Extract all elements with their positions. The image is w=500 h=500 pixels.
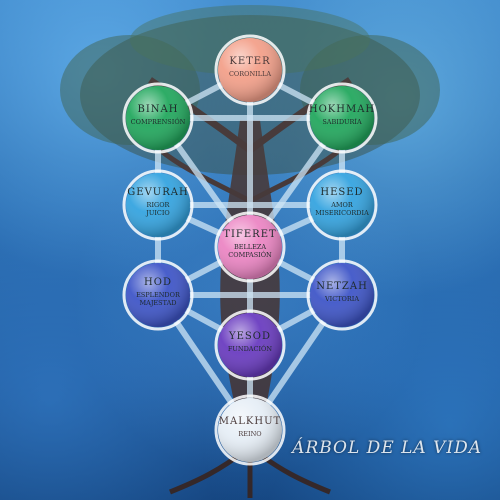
sefirah-yesod: YESOD FUNDACIÓN bbox=[214, 309, 286, 381]
sefirah-ring bbox=[122, 169, 194, 241]
sefirah-meaning: VICTORIA bbox=[324, 295, 359, 303]
sefirah-meaning: COMPRENSIÓN bbox=[131, 117, 186, 126]
sefirah-ring bbox=[214, 211, 286, 283]
sefirah-meaning: AMOR bbox=[330, 201, 354, 209]
sefirah-netzah: NETZAH VICTORIA bbox=[306, 259, 378, 331]
sefirah-ring bbox=[306, 259, 378, 331]
sefirah-shine bbox=[126, 86, 190, 150]
sefirah-name: YESOD bbox=[228, 331, 271, 342]
sefirah-ring bbox=[306, 169, 378, 241]
sefirah-meaning: COMPASIÓN bbox=[228, 250, 272, 259]
sefirah-keter: KETER CORONILLA bbox=[214, 34, 286, 106]
sefirah-shine bbox=[126, 173, 190, 237]
sefirah-name: TIFERET bbox=[223, 229, 276, 240]
sefirah-shine bbox=[310, 173, 374, 237]
sefirah-shine bbox=[218, 215, 282, 279]
sefirah-name: BINAH bbox=[138, 104, 179, 115]
sefirah-shine bbox=[218, 313, 282, 377]
sefirot-layer: KETER CORONILLA BINAH COMPRENSIÓN HOKHMAH SAB… bbox=[122, 34, 378, 466]
sefirah-name: KETER bbox=[229, 56, 270, 67]
sefirah-name: GEVURAH bbox=[127, 187, 188, 198]
sefirah-name: HOD bbox=[144, 277, 172, 288]
sefirah-shine bbox=[310, 86, 374, 150]
sefirah-meaning: RIGOR bbox=[147, 201, 171, 209]
sefirah-shine bbox=[126, 263, 190, 327]
sefirah-meaning: MISERICORDIA bbox=[315, 209, 369, 217]
sefirah-ring bbox=[214, 309, 286, 381]
diagram-caption: ÁRBOL DE LA VIDA bbox=[292, 438, 482, 458]
sefirah-meaning: BELLEZA bbox=[234, 243, 266, 251]
sefirah-shine bbox=[310, 263, 374, 327]
sefirah-meaning: ESPLENDOR bbox=[136, 291, 181, 299]
sefirah-ring bbox=[214, 394, 286, 466]
sefirah-meaning: SABIDURÍA bbox=[322, 117, 362, 126]
sefirah-meaning: REINO bbox=[238, 430, 261, 438]
sefirah-meaning: CORONILLA bbox=[229, 70, 271, 78]
sefirah-shine bbox=[218, 398, 282, 462]
sefirah-name: HESED bbox=[320, 187, 363, 198]
sefirah-meaning: FUNDACIÓN bbox=[228, 344, 272, 353]
sefirah-ring bbox=[122, 82, 194, 154]
sefirah-meaning: JUICIO bbox=[145, 209, 170, 217]
sefirah-meaning: MAJESTAD bbox=[139, 299, 176, 307]
sefirah-name: NETZAH bbox=[316, 281, 368, 292]
sefirah-name: HOKHMAH bbox=[309, 104, 375, 115]
sefirah-name: MALKHUT bbox=[219, 416, 281, 427]
sefirah-shine bbox=[218, 38, 282, 102]
sefirah-binah: BINAH COMPRENSIÓN bbox=[122, 82, 194, 154]
sefirah-ring bbox=[122, 259, 194, 331]
sefirah-ring bbox=[306, 82, 378, 154]
sefirah-hokhmah: HOKHMAH SABIDURÍA bbox=[306, 82, 378, 154]
sefirah-ring bbox=[214, 34, 286, 106]
sefirah-malkhut: MALKHUT REINO bbox=[214, 394, 286, 466]
